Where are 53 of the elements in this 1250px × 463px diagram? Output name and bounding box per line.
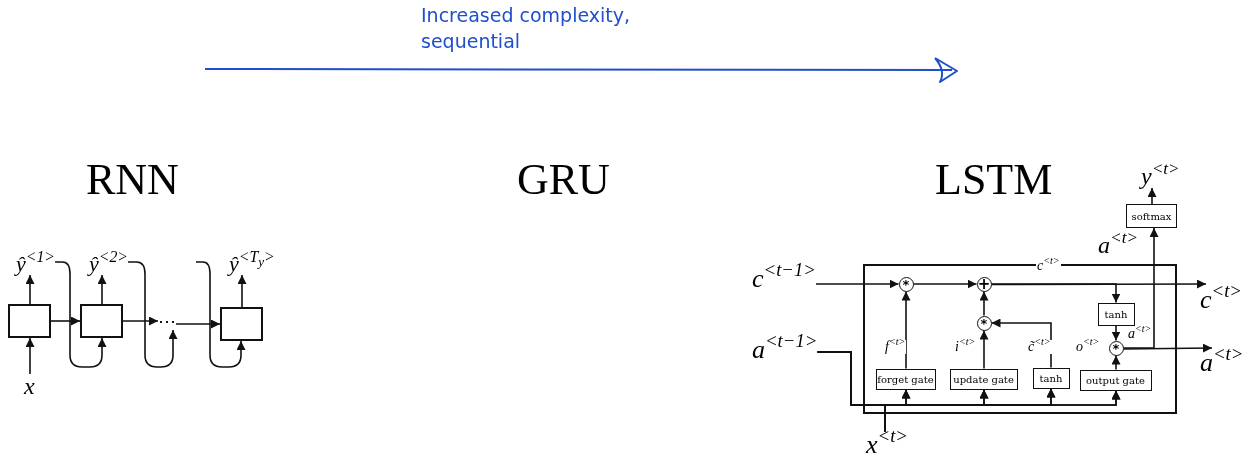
edge-label: a$^{<t>}$ [1127,327,1153,341]
rnn-cell-box [8,304,51,338]
arrow [97,274,107,305]
multiply-circle: * [1108,340,1124,356]
arrow [127,261,178,368]
multiply-circle: * [976,315,992,331]
output-label: a$^{<t>}$ [1200,350,1244,376]
edge-label: c̃$^{<t>}$ [1027,340,1052,354]
edge-label: f$^{<t>}$ [884,340,907,354]
arrow [1122,227,1159,349]
annotation-text: Increased complexity, sequential [421,3,632,54]
output-label: c$^{<t>}$ [1200,287,1242,313]
model-title: GRU [517,158,610,202]
input-label: x$^{<t>}$ [866,432,908,458]
multiply-circle: * [898,276,914,292]
model-title: RNN [86,158,179,202]
model-title: LSTM [935,158,1053,202]
arrow [25,274,35,305]
arrow [175,319,221,329]
arrow [1147,187,1157,205]
rnn-cell-box [80,304,123,338]
tanh-box: tanh [1032,367,1070,389]
arrow [990,318,1052,369]
gate-box: update gate [949,368,1018,390]
arrow [195,261,246,368]
arrow [990,283,1121,304]
input-label: x [24,374,35,398]
arrow [901,290,911,370]
arrow [1111,324,1121,342]
rnn-cell-box [220,307,263,341]
softmax-box: softmax [1126,204,1177,228]
edge-label: o$^{<t>}$ [1075,340,1101,354]
edge-label: i$^{<t>}$ [954,340,977,354]
ellipsis: ⋯ [158,312,176,330]
arrow [979,290,989,317]
gate-box: forget gate [875,368,936,390]
output-label: ŷ$^{<1>}$ [16,253,56,275]
add-circle: + [976,276,992,292]
arrow [979,329,989,370]
arrow [237,274,247,308]
arrow [912,279,978,289]
arrow [884,389,1121,433]
arrow [1122,343,1213,353]
arrow [815,279,900,289]
arrow [50,316,81,326]
output-label: y$^{<t>}$ [1141,164,1180,188]
gate-box: output gate [1079,369,1152,391]
edge-label: c$^{<t>}$ [1036,259,1061,273]
arrow [122,316,159,326]
arrow [25,337,35,375]
output-label: ŷ$^{<2>}$ [89,253,129,275]
tanh-box: tanh [1097,302,1135,326]
arrow [1111,354,1121,371]
